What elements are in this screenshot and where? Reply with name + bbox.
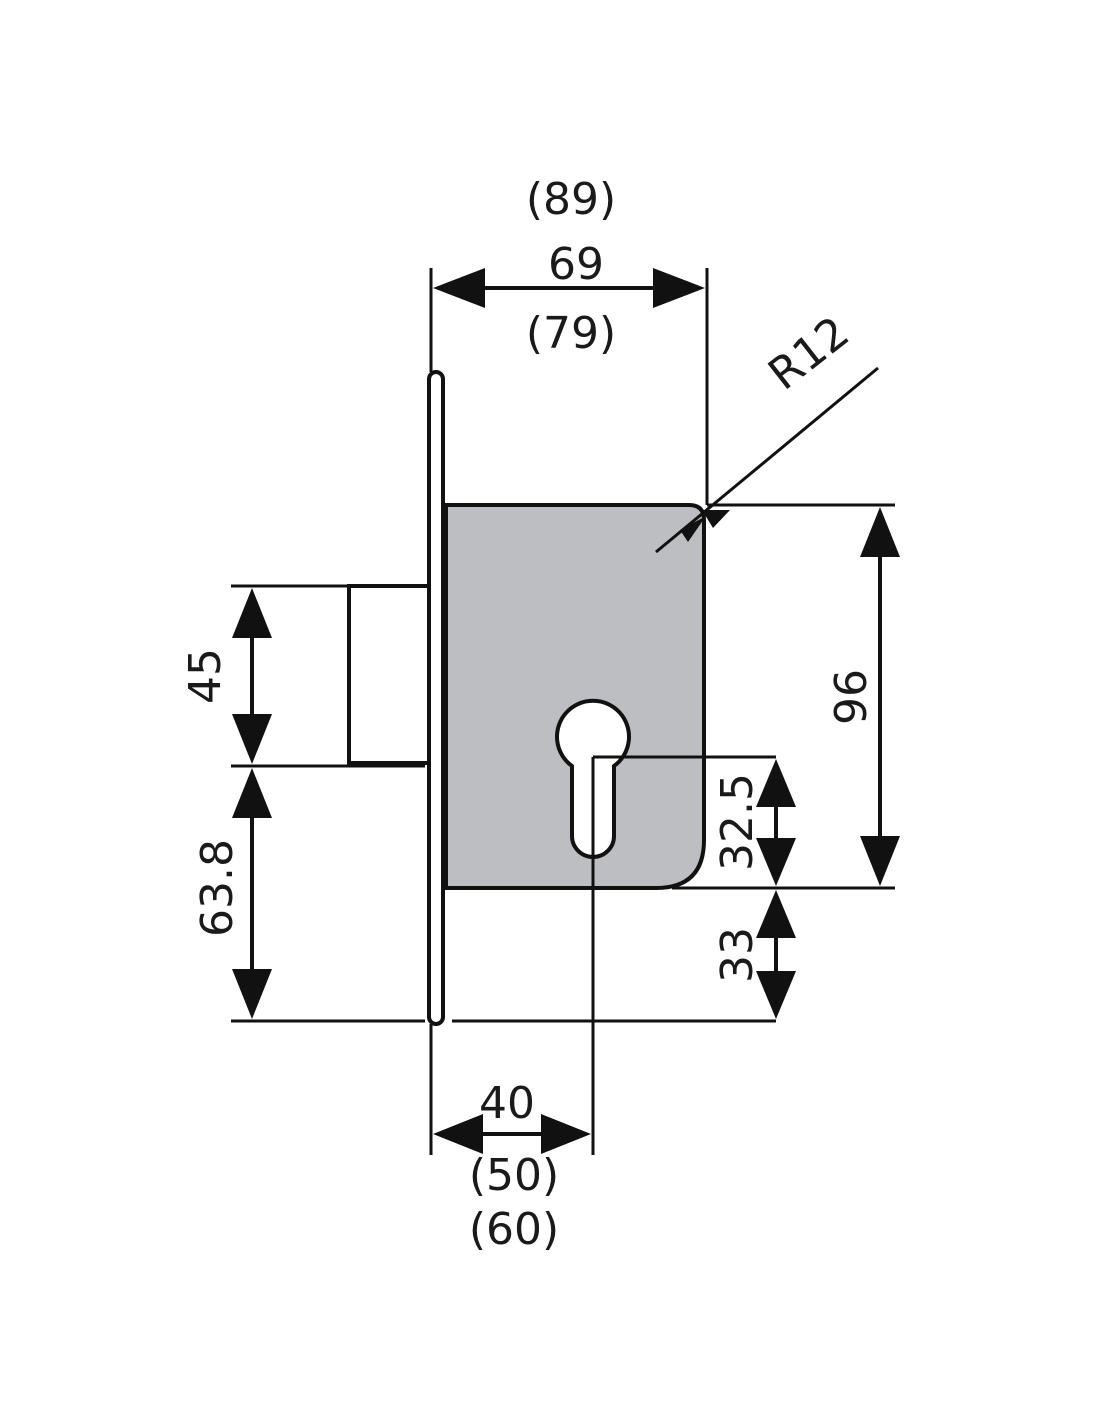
dim-width-alt-bottom: (79) <box>526 308 616 359</box>
arrowhead-radius-outer <box>702 510 730 528</box>
arrowhead-bolt-bottom-top <box>232 768 272 818</box>
dim-backset-main: 40 <box>479 1078 535 1129</box>
arrowhead-body-height-top <box>860 507 900 557</box>
dim-width-main: 69 <box>548 239 604 290</box>
arrowhead-width-right <box>653 268 705 308</box>
arrowhead-bolt-top <box>232 588 272 638</box>
dim-backset-alt-2: (60) <box>469 1204 559 1255</box>
bolt <box>347 584 431 765</box>
dim-backset-alt-1: (50) <box>469 1150 559 1201</box>
arrowhead-bolt-bottom-bottom <box>232 969 272 1019</box>
dim-bolt-height: 45 <box>180 648 231 704</box>
dim-body-height: 96 <box>826 669 877 725</box>
arrowhead-base-top <box>756 890 796 938</box>
arrowhead-width-left <box>433 268 485 308</box>
lock-body <box>444 503 706 890</box>
dim-keyhole-to-body-bottom: 32.5 <box>712 773 763 871</box>
face-plate <box>427 370 445 1026</box>
radius-leader-line <box>655 366 879 554</box>
dim-corner-radius: R12 <box>759 307 859 400</box>
arrowhead-keyhole-top <box>756 759 796 807</box>
arrowhead-body-height-bottom <box>860 836 900 886</box>
arrowhead-backset-right <box>541 1114 591 1154</box>
dim-width-alt-top: (89) <box>526 174 616 225</box>
arrowhead-keyhole-bottom <box>756 838 796 886</box>
arrowhead-bolt-bottom <box>232 714 272 764</box>
dim-body-bottom-to-base: 33 <box>712 927 763 983</box>
arrowhead-backset-left <box>433 1114 483 1154</box>
arrowhead-base-bottom <box>756 971 796 1019</box>
dim-bolt-to-bottom: 63.8 <box>192 839 243 937</box>
arrowhead-radius-inner <box>680 516 706 542</box>
